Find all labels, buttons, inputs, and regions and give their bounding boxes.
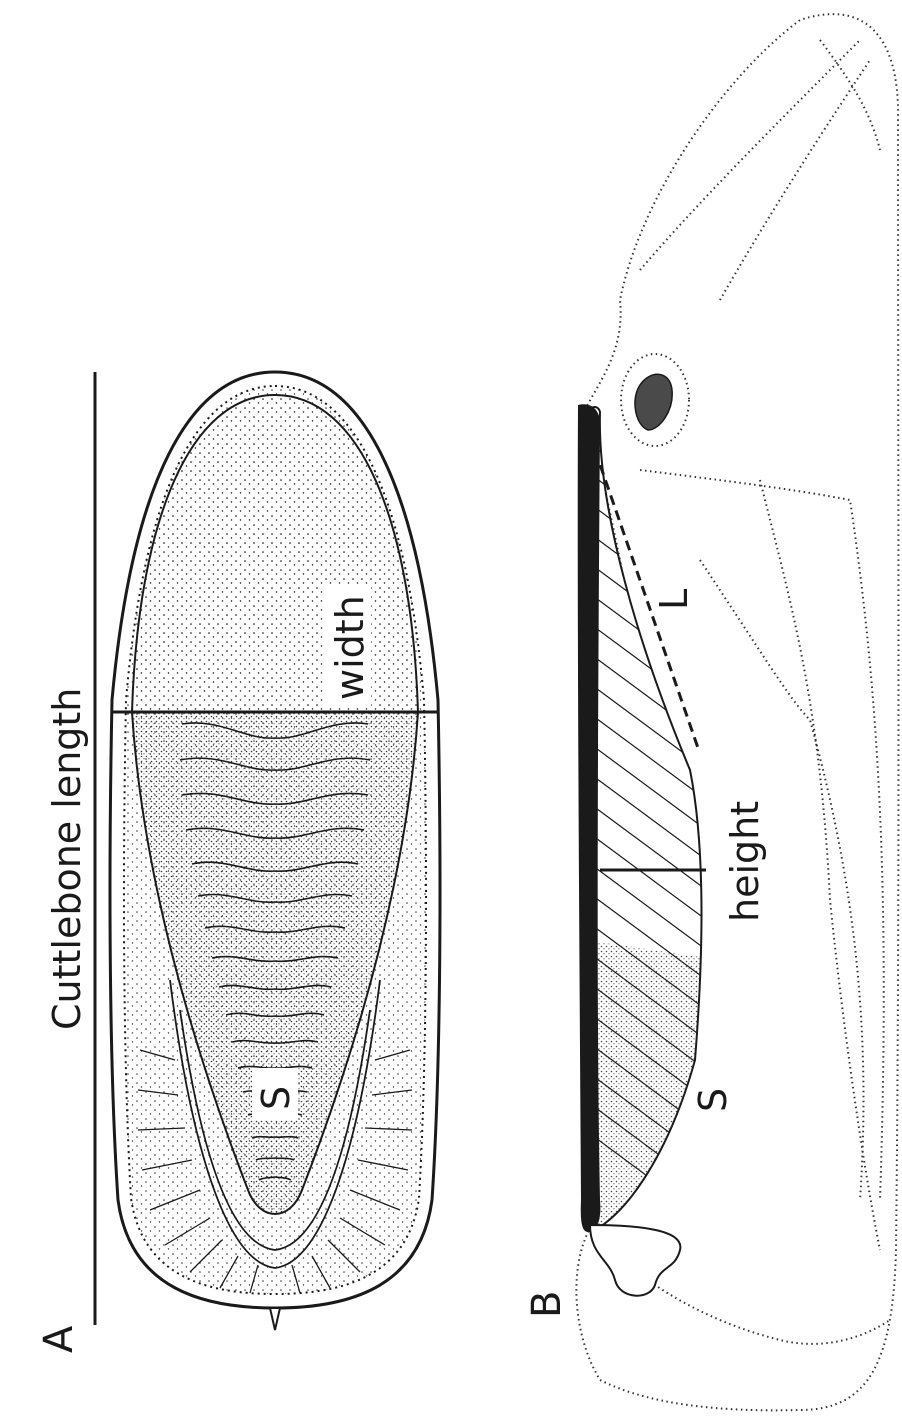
s-label-a: S <box>254 1086 298 1110</box>
height-label: height <box>723 801 767 922</box>
posterior-spine <box>270 1308 280 1330</box>
cuttlebone-side-view <box>578 404 720 1295</box>
s-label-b: S <box>691 1088 735 1112</box>
panel-a-label: A <box>36 1325 82 1353</box>
eye <box>621 354 689 446</box>
panel-a: A Cuttlebone length <box>36 372 440 1353</box>
dorsal-shield <box>578 404 601 1232</box>
width-label: width <box>328 595 372 700</box>
panel-b: B <box>524 14 899 1410</box>
spine-tip <box>590 1225 680 1296</box>
l-label: L <box>652 589 696 610</box>
panel-b-label: B <box>524 1291 570 1318</box>
length-label: Cuttlebone length <box>45 688 89 1030</box>
arm-line-1 <box>640 40 860 270</box>
mantle-line <box>760 480 880 1250</box>
cuttlebone-dorsal-view <box>110 372 440 1330</box>
arm-line-3 <box>820 40 880 150</box>
arm-line-2 <box>720 60 870 300</box>
